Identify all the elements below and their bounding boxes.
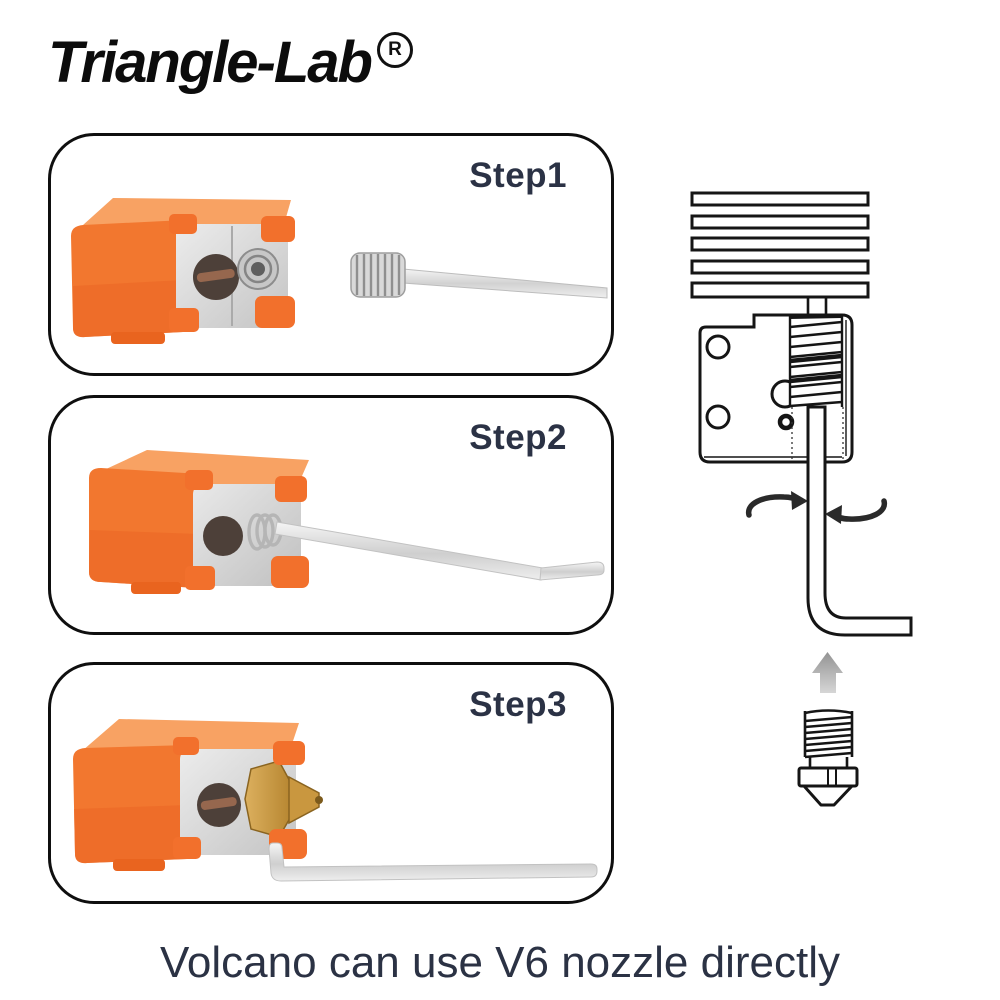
step1-label: Step1 [469,156,567,195]
hex-wrench-photo [268,842,598,882]
heater-block-sock-photo [71,198,295,344]
rotation-arrows [745,491,888,524]
brand-logo: Triangle-Lab R [48,30,413,96]
hex-wrench [806,405,913,637]
brand-name: Triangle-Lab [48,30,373,95]
heater-block-sock-photo [73,719,323,871]
step3-panel: Step3 [48,662,614,904]
step2-label: Step2 [469,418,567,457]
insert-up-arrow [812,652,843,693]
step2-panel: Step2 [48,395,614,635]
step2-photo [89,450,605,594]
block-thread [788,314,844,408]
heatbreak-neck [806,297,828,316]
step3-label: Step3 [469,685,567,724]
threaded-stud-tool-photo [350,252,608,299]
heatsink-fins [690,191,870,299]
assembly-diagram [690,191,913,807]
step1-photo [71,198,608,344]
heater-block-sock-photo [89,450,309,594]
brass-nozzle-photo [244,760,323,838]
registered-trademark-icon: R [376,32,413,68]
hex-wrench-photo [274,521,605,581]
step3-photo [73,719,598,882]
step1-panel: Step1 [48,133,614,376]
caption-text: Volcano can use V6 nozzle directly [160,938,840,987]
v6-nozzle [797,709,859,807]
